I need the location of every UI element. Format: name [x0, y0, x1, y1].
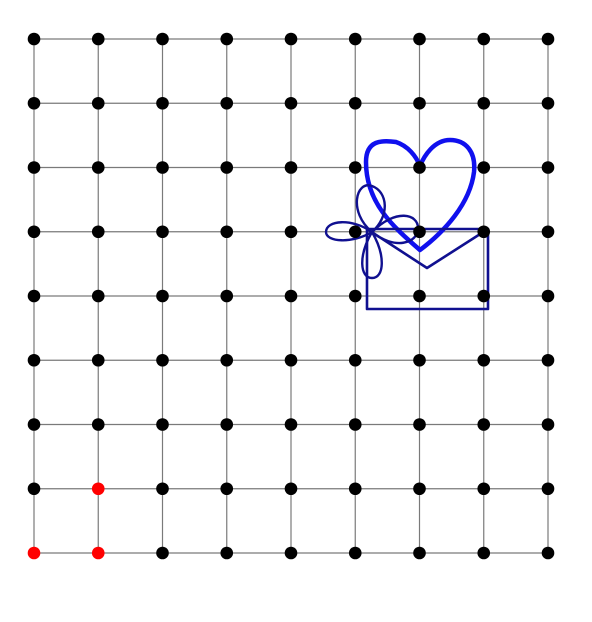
grid-point[interactable] [541, 546, 555, 560]
grid-point[interactable] [413, 482, 426, 496]
grid-point[interactable] [477, 96, 491, 110]
grid-point[interactable] [91, 353, 105, 367]
grid-point[interactable] [284, 161, 298, 174]
grid-point[interactable] [477, 32, 491, 46]
grid-point[interactable] [477, 418, 491, 431]
grid-point[interactable] [156, 225, 169, 239]
grid-point[interactable] [541, 225, 555, 239]
grid-point[interactable] [27, 418, 41, 431]
grid-point[interactable] [284, 482, 298, 496]
grid-point[interactable] [477, 482, 491, 496]
grid-point[interactable] [348, 482, 362, 496]
grid-point[interactable] [27, 482, 41, 496]
grid-point[interactable] [27, 225, 41, 239]
grid-point[interactable] [284, 225, 298, 239]
grid-point[interactable] [220, 32, 234, 46]
grid-point[interactable] [27, 32, 41, 46]
grid-point[interactable] [91, 289, 105, 303]
grid-point[interactable] [477, 225, 491, 239]
grid-point[interactable] [156, 482, 169, 496]
grid-point[interactable] [477, 546, 491, 560]
grid-point[interactable] [91, 96, 105, 110]
grid-point[interactable] [220, 161, 234, 174]
grid-point[interactable] [284, 353, 298, 367]
grid-point-highlighted[interactable] [91, 482, 105, 496]
grid-point[interactable] [27, 289, 41, 303]
grid-point[interactable] [348, 289, 362, 303]
grid-point[interactable] [477, 353, 491, 367]
grid-point[interactable] [541, 96, 555, 110]
grid-point[interactable] [541, 289, 555, 303]
grid-point-highlighted[interactable] [27, 546, 41, 560]
grid-point[interactable] [220, 482, 234, 496]
grid-point[interactable] [348, 418, 362, 431]
grid-point[interactable] [156, 418, 169, 431]
grid-point[interactable] [413, 353, 426, 367]
grid-point[interactable] [220, 546, 234, 560]
grid-point[interactable] [156, 546, 169, 560]
grid-point[interactable] [27, 161, 41, 174]
grid-point[interactable] [156, 353, 169, 367]
grid-point[interactable] [413, 96, 426, 110]
grid-point[interactable] [91, 225, 105, 239]
grid-point[interactable] [27, 96, 41, 110]
grid-point[interactable] [284, 546, 298, 560]
grid-point[interactable] [348, 96, 362, 110]
grid-point[interactable] [220, 225, 234, 239]
grid-point[interactable] [348, 32, 362, 46]
grid-point[interactable] [413, 289, 426, 303]
grid-point[interactable] [156, 32, 169, 46]
grid-point[interactable] [541, 32, 555, 46]
grid-point[interactable] [348, 161, 362, 174]
grid-point[interactable] [220, 96, 234, 110]
grid-point[interactable] [348, 225, 362, 239]
grid-point[interactable] [413, 418, 426, 431]
grid-point[interactable] [477, 289, 491, 303]
grid-point[interactable] [91, 32, 105, 46]
grid-point[interactable] [91, 161, 105, 174]
grid-point[interactable] [284, 32, 298, 46]
grid-point[interactable] [220, 418, 234, 431]
grid-point[interactable] [27, 353, 41, 367]
grid-point[interactable] [541, 482, 555, 496]
grid-point[interactable] [156, 96, 169, 110]
grid-point[interactable] [284, 96, 298, 110]
grid-point[interactable] [284, 289, 298, 303]
grid-point[interactable] [348, 546, 362, 560]
grid-point-highlighted[interactable] [91, 546, 105, 560]
grid-point[interactable] [413, 546, 426, 560]
grid-point[interactable] [284, 418, 298, 431]
grid-point[interactable] [348, 353, 362, 367]
grid-point[interactable] [156, 161, 169, 174]
grid-point[interactable] [91, 418, 105, 431]
grid-point[interactable] [220, 289, 234, 303]
grid-point[interactable] [413, 32, 426, 46]
grid-point[interactable] [541, 418, 555, 431]
grid-point[interactable] [477, 161, 491, 174]
grid-dots [27, 32, 555, 560]
grid-point[interactable] [413, 161, 426, 174]
grid-point[interactable] [541, 353, 555, 367]
grid-point[interactable] [541, 161, 555, 174]
grid-point[interactable] [156, 289, 169, 303]
grid-point[interactable] [220, 353, 234, 367]
grid-point[interactable] [413, 225, 426, 239]
